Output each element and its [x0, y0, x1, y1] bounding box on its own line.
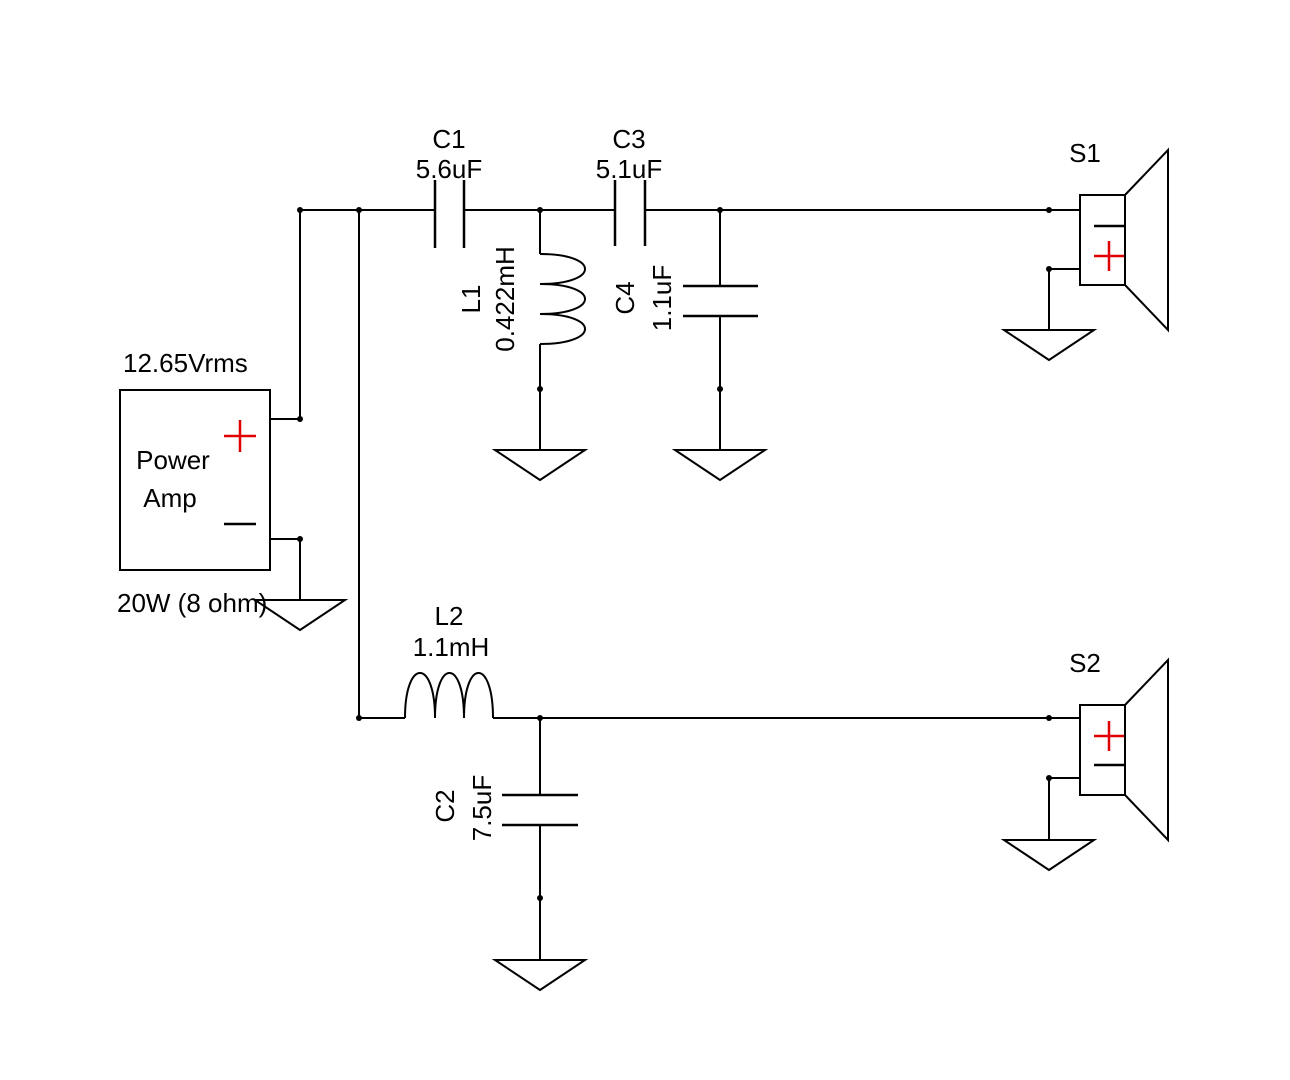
junction-dot: [537, 207, 543, 213]
wire-s1-ground: [1048, 268, 1080, 330]
wires: [270, 209, 1080, 960]
ground-symbol-c4: [671, 449, 769, 482]
l2-ref-label: L2: [435, 601, 464, 631]
ground-symbol-s1: [1000, 329, 1098, 362]
wire-s2-ground: [1048, 777, 1080, 840]
l1-ref-label: L1: [456, 285, 486, 314]
s2-cone: [1124, 657, 1169, 843]
power-amp: 12.65Vrms Power Amp 20W (8 ohm): [117, 348, 271, 618]
ground-symbols: [251, 329, 1098, 992]
s1-magnet-box: [1079, 194, 1126, 286]
l1-coil: [539, 253, 586, 345]
junction-dot: [1046, 266, 1052, 272]
capacitor-c1: C1 5.6uF: [416, 124, 483, 248]
junction-dot: [537, 895, 543, 901]
wire-amp-negative: [270, 538, 301, 600]
junction-dot: [356, 715, 362, 721]
s2-magnet-box: [1079, 704, 1126, 796]
s1-cone: [1124, 147, 1169, 333]
capacitor-c2: C2 7.5uF: [430, 775, 578, 842]
l2-value-label: 1.1mH: [413, 632, 490, 662]
c3-value-label: 5.1uF: [596, 154, 663, 184]
junction-dots: [297, 207, 1052, 901]
amp-name-line1: Power: [136, 445, 210, 475]
amp-voltage-label: 12.65Vrms: [123, 348, 248, 378]
capacitor-c4: C4 1.1uF: [610, 265, 758, 332]
l1-value-label: 0.422mH: [490, 246, 520, 352]
c3-ref-label: C3: [612, 124, 645, 154]
wire-amp-positive: [270, 210, 301, 420]
s1-ref-label: S1: [1069, 138, 1101, 168]
s1-positive-sign: [1094, 241, 1124, 271]
ground-symbol-s2: [1000, 839, 1098, 872]
wire-vertical-tap: [358, 210, 405, 719]
ground-symbol-c2: [491, 959, 589, 992]
junction-dot: [537, 386, 543, 392]
inductor-l2: L2 1.1mH: [404, 601, 494, 719]
amp-positive-sign: [224, 420, 256, 452]
s2-ref-label: S2: [1069, 648, 1101, 678]
l2-coil: [404, 672, 494, 719]
capacitor-c3: C3 5.1uF: [596, 124, 663, 246]
junction-dot: [1046, 715, 1052, 721]
junction-dot: [1046, 207, 1052, 213]
ground-symbol-amp: [251, 599, 349, 632]
c2-value-label: 7.5uF: [467, 775, 497, 842]
junction-dot: [297, 536, 303, 542]
amp-name-line2: Amp: [143, 483, 196, 513]
inductor-l1: L1 0.422mH: [456, 246, 586, 352]
junction-dot: [297, 207, 303, 213]
junction-dot: [537, 715, 543, 721]
junction-dot: [717, 386, 723, 392]
junction-dot: [297, 416, 303, 422]
s2-positive-sign: [1094, 721, 1124, 751]
c1-ref-label: C1: [432, 124, 465, 154]
speaker-s2: S2: [1069, 648, 1169, 843]
c4-value-label: 1.1uF: [647, 265, 677, 332]
c2-ref-label: C2: [430, 789, 460, 822]
amp-rating-label: 20W (8 ohm): [117, 588, 267, 618]
junction-dot: [356, 207, 362, 213]
junction-dot: [1046, 775, 1052, 781]
ground-symbol-l1: [491, 449, 589, 482]
junction-dot: [717, 207, 723, 213]
power-amp-box: [119, 389, 271, 571]
c1-value-label: 5.6uF: [416, 154, 483, 184]
c4-ref-label: C4: [610, 281, 640, 314]
speaker-s1: S1: [1069, 138, 1169, 333]
